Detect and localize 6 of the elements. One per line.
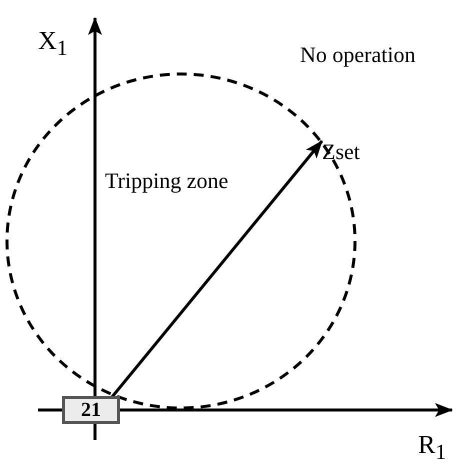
- arrow: [110, 140, 324, 398]
- region-label: Tripping zone: [105, 170, 228, 192]
- axis-label: R$_{1}$: [418, 432, 446, 464]
- region-label: No operation: [300, 44, 416, 66]
- axis-label: X$_{1}$: [38, 28, 68, 60]
- relay-box: 21: [62, 396, 120, 424]
